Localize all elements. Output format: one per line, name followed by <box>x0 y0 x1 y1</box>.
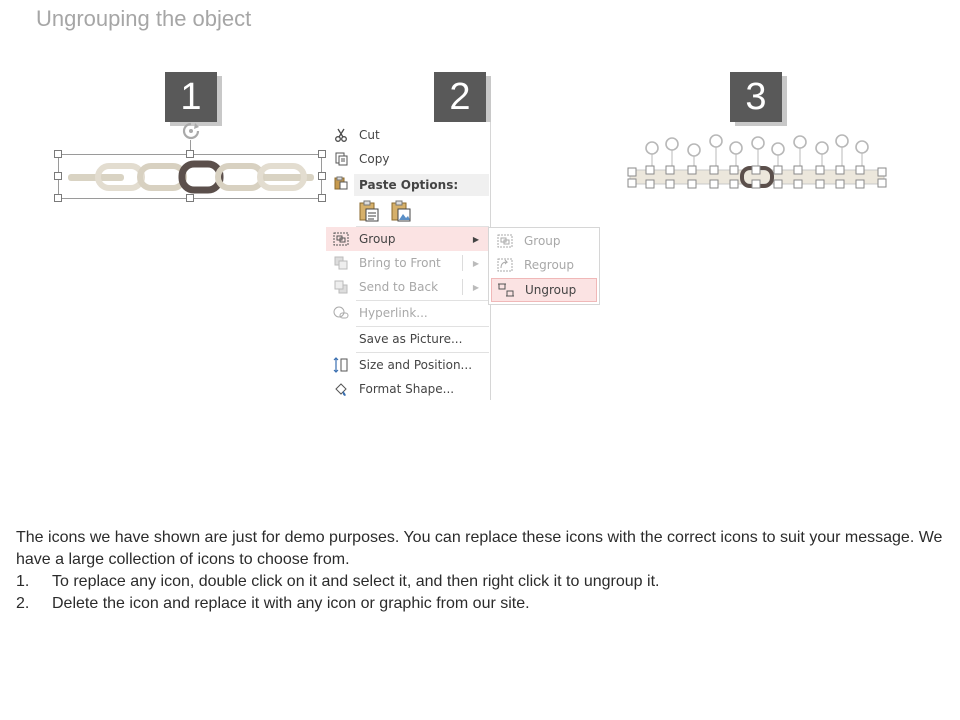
resize-handle[interactable] <box>186 150 194 158</box>
resize-handle[interactable] <box>186 194 194 202</box>
ungrouped-chain-pieces[interactable] <box>626 128 888 198</box>
submenu-item-regroup[interactable]: Regroup <box>491 253 597 277</box>
submenu-label-group: Group <box>524 234 561 248</box>
rotate-icon[interactable] <box>181 121 201 141</box>
size-position-icon <box>330 356 352 374</box>
menu-separator <box>356 326 489 327</box>
send-to-back-icon <box>330 278 352 296</box>
menu-item-hyperlink[interactable]: Hyperlink... <box>326 301 489 325</box>
list-item-number: 2. <box>16 595 30 612</box>
menu-separator <box>356 352 489 353</box>
menu-item-format-shape[interactable]: Format Shape... <box>326 377 489 401</box>
regroup-icon <box>495 258 515 272</box>
format-shape-icon <box>330 380 352 398</box>
list-item: 2. Delete the icon and replace it with a… <box>16 593 946 615</box>
grouped-chain-selection[interactable] <box>52 118 332 208</box>
instructions-list: 1. To replace any icon, double click on … <box>16 571 946 615</box>
submenu-label-ungroup: Ungroup <box>525 283 577 297</box>
paste-icon <box>359 200 379 222</box>
menu-item-send-to-back[interactable]: Send to Back ▶ <box>326 275 489 299</box>
menu-label-cut: Cut <box>359 128 380 142</box>
instructions-text: The icons we have shown are just for dem… <box>16 527 946 615</box>
resize-handle[interactable] <box>54 150 62 158</box>
group-submenu: Group Regroup Ungroup <box>488 227 600 305</box>
menu-label-group: Group <box>359 232 396 246</box>
menu-label-hyperlink: Hyperlink... <box>359 306 428 320</box>
menu-item-group[interactable]: Group ▶ <box>326 227 489 251</box>
menu-label-copy: Copy <box>359 152 390 166</box>
resize-handle[interactable] <box>318 150 326 158</box>
submenu-item-group[interactable]: Group <box>491 229 597 253</box>
resize-handle[interactable] <box>318 172 326 180</box>
ungroup-icon <box>496 283 516 297</box>
menu-separator <box>356 300 489 301</box>
menu-item-save-as-picture[interactable]: Save as Picture... <box>326 327 489 351</box>
chevron-right-icon: ▶ <box>472 282 479 292</box>
resize-handle[interactable] <box>318 194 326 202</box>
menu-label-bring-to-front: Bring to Front <box>359 256 441 270</box>
context-menu: Cut Copy Paste Options: Group ▶ Bring to… <box>326 122 491 400</box>
chevron-right-icon: ▶ <box>472 258 479 268</box>
step-badge-3: 3 <box>730 72 782 122</box>
chevron-right-icon: ▶ <box>472 234 479 244</box>
instructions-intro: The icons we have shown are just for dem… <box>16 529 943 568</box>
submenu-item-ungroup[interactable]: Ungroup <box>491 278 597 302</box>
menu-item-bring-to-front[interactable]: Bring to Front ▶ <box>326 251 489 275</box>
menu-split-divider <box>462 279 463 295</box>
step-badge-1: 1 <box>165 72 217 122</box>
menu-item-paste-options <box>326 171 489 195</box>
group-icon <box>495 234 515 248</box>
slide-title: Ungrouping the object <box>36 6 252 31</box>
resize-handle[interactable] <box>54 172 62 180</box>
menu-label-save-as-picture: Save as Picture... <box>359 332 463 346</box>
paste-icon <box>330 174 352 192</box>
paste-options-header: Paste Options: <box>354 174 489 196</box>
list-item: 1. To replace any icon, double click on … <box>16 571 946 593</box>
list-item-number: 1. <box>16 573 30 590</box>
paste-keep-source-button[interactable] <box>356 198 382 224</box>
hyperlink-icon <box>330 304 352 322</box>
menu-split-divider <box>462 255 463 271</box>
menu-item-copy[interactable]: Copy <box>326 147 489 171</box>
menu-label-send-to-back: Send to Back <box>359 280 439 294</box>
paste-picture-button[interactable] <box>388 198 414 224</box>
resize-handle[interactable] <box>54 194 62 202</box>
copy-icon <box>330 150 352 168</box>
menu-label-size-and-position: Size and Position... <box>359 358 473 372</box>
chain-icon <box>68 160 314 194</box>
bring-to-front-icon <box>330 254 352 272</box>
menu-item-size-and-position[interactable]: Size and Position... <box>326 353 489 377</box>
paste-picture-icon <box>391 200 411 222</box>
group-icon <box>330 230 352 248</box>
scissors-icon <box>330 126 352 144</box>
menu-separator <box>356 226 489 227</box>
list-item-text: Delete the icon and replace it with any … <box>52 595 530 612</box>
step-badge-2: 2 <box>434 72 486 122</box>
menu-label-format-shape: Format Shape... <box>359 382 455 396</box>
submenu-label-regroup: Regroup <box>524 258 575 272</box>
list-item-text: To replace any icon, double click on it … <box>52 573 660 590</box>
menu-item-cut[interactable]: Cut <box>326 123 489 147</box>
